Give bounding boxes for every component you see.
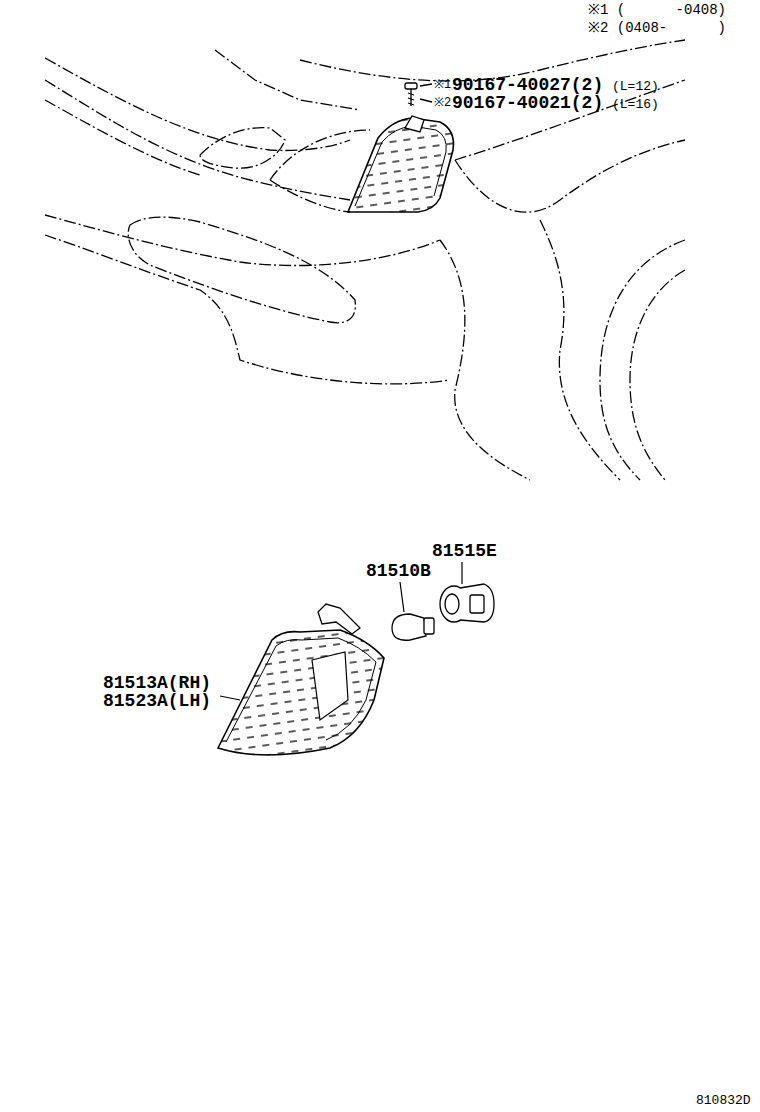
- car-body-outline: [45, 40, 685, 480]
- socket-icon: [440, 584, 494, 622]
- drawing-number: 810832D: [696, 1094, 751, 1107]
- note-mark: ※1: [434, 79, 451, 91]
- part-number: 90167-40027(2): [452, 76, 603, 94]
- dimension: (L=16): [612, 98, 659, 111]
- part-number: 81515E: [432, 542, 497, 560]
- leader-line: [220, 562, 462, 700]
- note-mark: ※2: [434, 97, 451, 109]
- bulb-icon: [392, 614, 434, 640]
- screw-icon: [405, 83, 432, 106]
- part-number: 81513A(RH): [103, 674, 211, 692]
- note-text: ※2 (0408- ): [588, 21, 726, 35]
- part-number: 81523A(LH): [103, 692, 211, 710]
- part-number: 90167-40021(2): [452, 94, 603, 112]
- corner-lamp-installed: [348, 116, 453, 212]
- corner-lamp-exploded: [218, 604, 384, 755]
- note-text: ※1 ( -0408): [588, 3, 726, 17]
- part-number: 81510B: [366, 562, 431, 580]
- dimension: (L=12): [612, 80, 659, 93]
